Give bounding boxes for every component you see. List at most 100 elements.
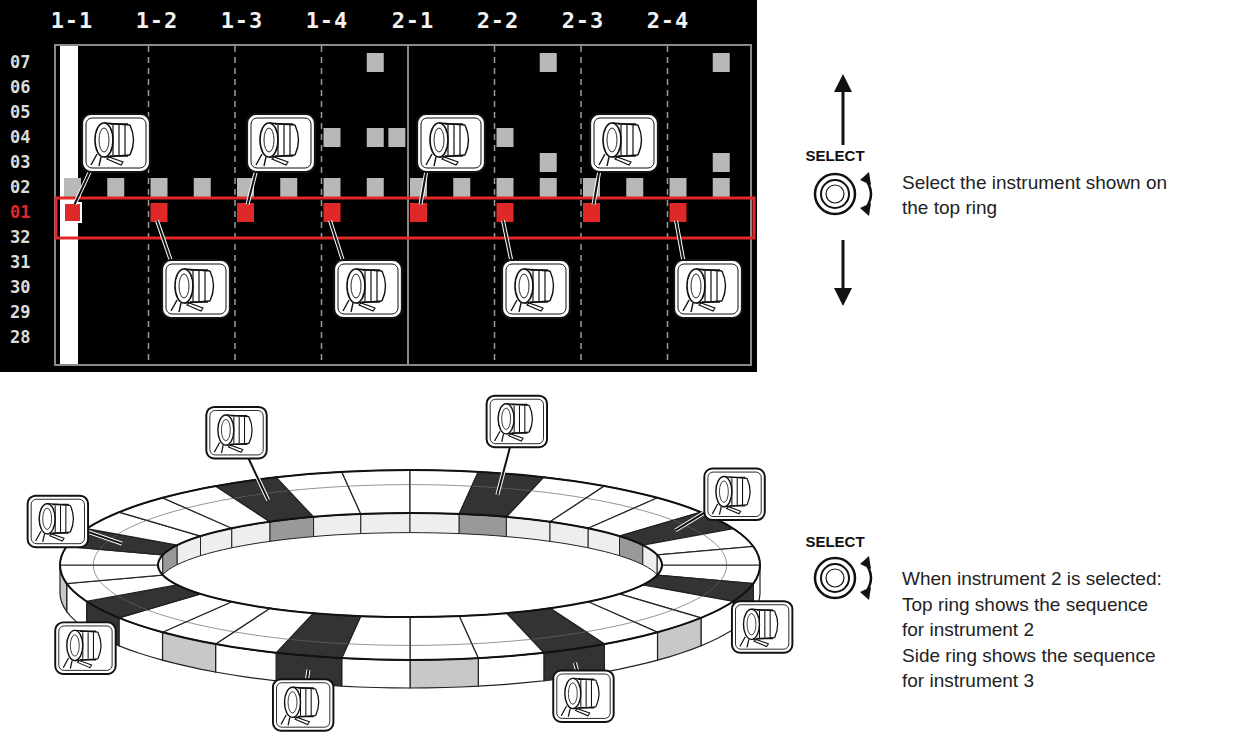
beat-header: 2-3 — [562, 8, 605, 33]
step-square — [367, 53, 384, 72]
step-square — [410, 203, 427, 222]
drum-icon — [732, 601, 792, 653]
instruction-text: Select the instrument shown on the top r… — [902, 170, 1170, 220]
drum-icon — [206, 407, 266, 459]
drum-icon — [247, 114, 315, 172]
step-square — [540, 153, 557, 172]
drum-icon — [553, 670, 613, 722]
step-square — [540, 53, 557, 72]
ring-callouts — [28, 396, 793, 731]
drum-callouts — [75, 114, 743, 318]
beat-line — [667, 46, 669, 364]
instrument-number: 01 — [10, 201, 30, 223]
step-square — [670, 178, 687, 197]
step-square — [64, 203, 81, 222]
step-square — [670, 203, 687, 222]
inner-wall — [314, 514, 361, 537]
beat-header: 2-2 — [477, 8, 520, 33]
beat-line — [321, 46, 323, 364]
lane-line — [99, 581, 117, 596]
select-knob-bottom — [815, 556, 871, 600]
instrument-number: 06 — [10, 76, 30, 98]
drum-icon — [82, 114, 150, 172]
drum-icon — [704, 469, 764, 521]
lane-line — [147, 508, 186, 520]
step-square — [324, 178, 341, 197]
leader-line — [676, 221, 684, 265]
instrument-number: 29 — [10, 301, 30, 323]
instrument-number: 31 — [10, 251, 30, 273]
lane-line — [586, 498, 634, 508]
leader-line — [330, 221, 344, 265]
step-square — [497, 178, 514, 197]
instruction-text: Side ring shows the sequence for instrum… — [902, 643, 1167, 693]
lane-line — [703, 534, 721, 549]
lane-line — [93, 565, 99, 581]
step-square — [151, 178, 168, 197]
instrument-number: 28 — [10, 326, 30, 348]
step-square — [453, 178, 470, 197]
lane-line — [186, 622, 234, 632]
inner-wall — [361, 513, 410, 534]
lane-line — [586, 622, 634, 632]
leader-line — [676, 221, 684, 265]
instrument-number: 32 — [10, 226, 30, 248]
step-square — [324, 203, 341, 222]
ring-outline — [158, 513, 662, 617]
knob-label: SELECT — [805, 533, 864, 550]
beat-lines — [149, 46, 668, 364]
step-square — [367, 128, 384, 147]
leader-line — [157, 221, 172, 265]
lane-line — [721, 549, 727, 565]
instrument-number: 07 — [10, 51, 30, 73]
lane-line — [410, 644, 472, 646]
lane-line — [117, 596, 146, 610]
instruction-text: Top ring shows the sequence for instrume… — [902, 592, 1167, 642]
top-segment — [342, 470, 410, 514]
beat-line — [580, 46, 582, 364]
lane-line — [147, 610, 186, 622]
lane-line — [186, 498, 234, 508]
top-segment — [60, 565, 163, 584]
beat-header: 2-4 — [647, 8, 690, 33]
beat-line — [407, 46, 409, 364]
ring-outline — [60, 470, 760, 660]
beat-header: 2-1 — [392, 8, 435, 33]
beat-line — [148, 46, 150, 364]
lane-line — [531, 632, 586, 640]
side-segment — [342, 658, 410, 688]
instruction-text: When instrument 2 is selected: — [902, 566, 1162, 591]
leader-line — [503, 221, 512, 265]
leader-line — [157, 221, 172, 265]
side-segment — [410, 658, 478, 688]
beat-header: 1-1 — [51, 8, 94, 33]
knob-label: SELECT — [805, 147, 864, 164]
drum-icon — [334, 260, 402, 318]
step-square — [583, 203, 600, 222]
lane-line — [721, 565, 727, 581]
step-square — [107, 178, 124, 197]
drum-icon — [55, 622, 115, 674]
lane-line — [410, 485, 472, 487]
beat-line — [234, 46, 236, 364]
drum-icon — [162, 260, 230, 318]
inner-wall — [459, 514, 506, 537]
lane-line — [634, 508, 673, 520]
step-square — [713, 53, 730, 72]
inner-wall — [410, 513, 459, 534]
drum-icon — [502, 260, 570, 318]
step-square — [151, 203, 168, 222]
instrument-number: 04 — [10, 126, 30, 148]
drum-icon — [28, 496, 88, 548]
leader-line — [330, 221, 344, 265]
drum-icon — [273, 679, 333, 731]
step-square — [497, 203, 514, 222]
step-square — [194, 178, 211, 197]
lane-line — [117, 520, 146, 534]
beat-header: 1-3 — [221, 8, 264, 33]
step-square — [713, 178, 730, 197]
step-square — [388, 128, 405, 147]
step-square — [713, 153, 730, 172]
step-square — [367, 178, 384, 197]
